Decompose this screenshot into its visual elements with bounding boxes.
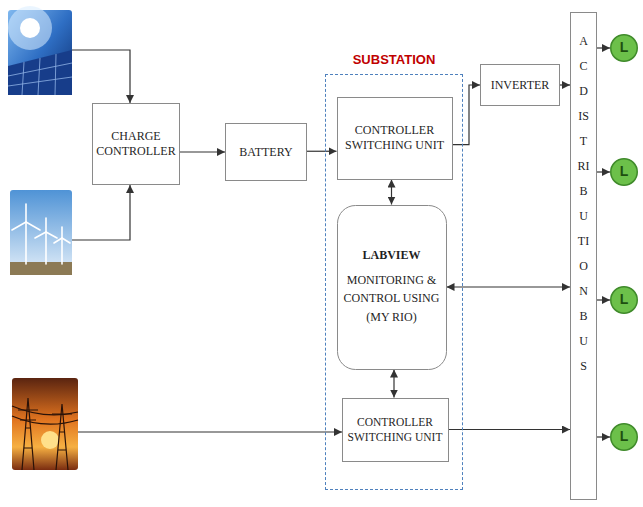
load-label: L — [620, 39, 629, 57]
charge-controller-box: CHARGE CONTROLLER — [92, 103, 180, 185]
box-label: CONTROLLER SWITCHING UNIT — [341, 123, 449, 153]
labview-box: LABVIEW MONITORING & CONTROL USING (MY RI… — [337, 205, 447, 370]
power-grid-photo — [12, 378, 78, 470]
load-label: L — [620, 291, 629, 309]
connector-arrow — [597, 436, 610, 437]
switching-unit-box: CONTROLLER SWITCHING UNIT — [342, 398, 449, 462]
distribution-bus: AC DISTRIBUTION BUS — [570, 12, 597, 500]
box-heading: LABVIEW — [362, 248, 420, 263]
wind-wire — [72, 185, 130, 240]
substation-region: CONTROLLER SWITCHING UNIT LABVIEW MONITORI… — [325, 74, 463, 490]
load-label: L — [620, 163, 629, 181]
load-circle: L — [610, 158, 638, 186]
region-heading: SUBSTATION — [326, 52, 462, 68]
rounded-outline-shape — [337, 205, 446, 369]
connector-arrow — [447, 286, 571, 287]
connector-arrow — [597, 299, 610, 300]
connector-arrow — [597, 47, 610, 48]
connector-arrow — [180, 151, 225, 152]
box-body: MONITORING & CONTROL USING (MY RIO) — [343, 271, 441, 327]
box-label: INVERTER — [491, 78, 550, 93]
box-label: CHARGE CONTROLLER — [96, 129, 176, 159]
switching-unit-box: CONTROLLER SWITCHING UNIT — [337, 97, 453, 180]
connector-arrow — [307, 151, 337, 152]
solar-wire — [72, 50, 130, 103]
circle-outline-shape — [611, 35, 638, 62]
circle-outline-shape — [611, 159, 638, 186]
load-label: L — [620, 428, 629, 446]
circle-outline-shape — [611, 287, 638, 314]
box-label: BATTERY — [239, 145, 292, 160]
connector-arrow — [597, 171, 610, 172]
box-label: CONTROLLER SWITCHING UNIT — [346, 415, 445, 444]
bus-label: AC DISTRIBUTION BUS — [578, 29, 590, 379]
connector-arrow — [391, 180, 392, 205]
inverter-box: INVERTER — [480, 64, 560, 106]
connector-arrow — [449, 429, 571, 430]
load-circle: L — [610, 286, 638, 314]
load-circle: L — [610, 34, 638, 62]
grid-wire — [78, 431, 342, 432]
connector-arrow — [560, 84, 570, 85]
connector-arrow — [393, 370, 394, 398]
source-wire — [72, 50, 342, 432]
wind-turbine-photo — [10, 190, 72, 275]
load-circle: L — [610, 423, 638, 451]
connector-arrow — [453, 85, 481, 145]
rounded-outline — [337, 205, 447, 370]
battery-box: BATTERY — [225, 123, 307, 181]
circle-outline-shape — [611, 424, 638, 451]
solar-panel-photo — [8, 6, 72, 95]
